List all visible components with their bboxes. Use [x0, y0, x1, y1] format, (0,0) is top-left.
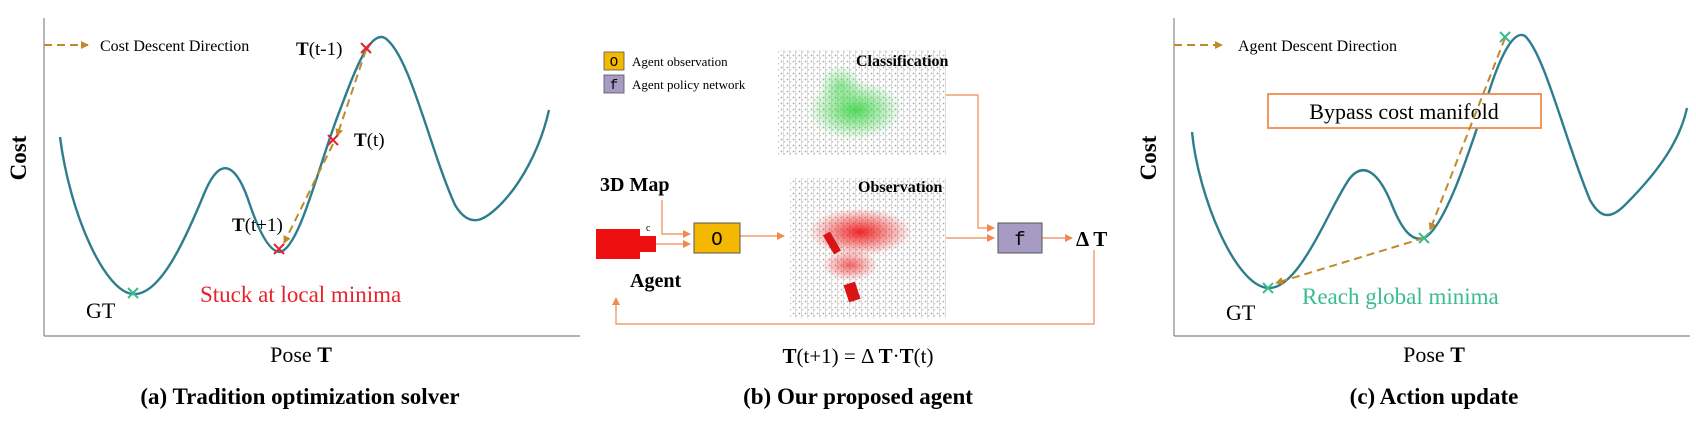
legend-f-swatch — [603, 74, 625, 94]
panel-a-stuck-label: Stuck at local minima — [200, 282, 401, 307]
panel-c-reach-label: Reach global minima — [1302, 284, 1499, 309]
classification-point-cloud — [778, 50, 946, 155]
observation-label: Observation — [858, 179, 943, 196]
panel-b: O Agent observation f Agent policy netwo… — [596, 50, 1107, 409]
delta-t-label: Δ T — [1076, 227, 1107, 251]
agent-camera-icon — [596, 229, 656, 259]
legend-o-glyph: O — [610, 55, 618, 71]
panel-c-descent-arrow-2 — [1275, 237, 1425, 285]
panel-a-descent-arrow-2 — [283, 143, 334, 244]
panel-a-y-axis-label: Cost — [6, 135, 31, 180]
agent-label: Agent — [630, 270, 681, 292]
observation-box-glyph: O — [711, 229, 722, 251]
panel-c-cost-curve — [1190, 33, 1689, 290]
panel-a-label-prev: T(t-1) — [296, 39, 342, 60]
panel-b-caption: (b) Our proposed agent — [743, 384, 973, 409]
policy-box-glyph: f — [1014, 229, 1025, 251]
panel-a: Cost Descent Direction T(t-1) T(t) T(t+1… — [6, 18, 580, 409]
panel-c-y-axis-label: Cost — [1136, 135, 1161, 180]
panel-c-gt-label: GT — [1226, 300, 1256, 325]
observation-box — [693, 222, 741, 254]
panel-c-mid-marker — [1418, 232, 1430, 244]
panel-a-descent-arrow-1 — [335, 49, 367, 137]
panel-c-descent-arrow-1 — [1428, 37, 1506, 231]
map-label: 3D Map — [600, 174, 669, 196]
panel-c-legend-label: Agent Descent Direction — [1238, 38, 1397, 55]
policy-box — [997, 222, 1043, 254]
legend-o-label: Agent observation — [632, 54, 728, 69]
panel-c-caption: (c) Action update — [1350, 384, 1519, 409]
panel-c: Agent Descent Direction Bypass cost mani… — [1136, 18, 1690, 409]
panel-c-start-marker — [1499, 31, 1511, 43]
bypass-label: Bypass cost manifold — [1309, 99, 1498, 124]
panel-a-label-next: T(t+1) — [232, 215, 283, 236]
panel-a-label-curr: T(t) — [354, 130, 385, 151]
update-equation: T(t+1) = Δ T·T(t) — [783, 344, 934, 368]
panel-a-gt-marker — [127, 287, 139, 299]
panel-a-marker-next — [273, 243, 285, 255]
bypass-box — [1267, 93, 1542, 129]
panel-a-marker-curr — [327, 134, 339, 146]
observation-point-cloud — [790, 178, 946, 318]
panel-a-caption: (a) Tradition optimization solver — [140, 384, 459, 409]
panel-a-x-axis-label: Pose T — [270, 342, 332, 367]
camera-mark: c — [646, 223, 651, 234]
panel-a-legend-label: Cost Descent Direction — [100, 38, 249, 55]
legend-f-label: Agent policy network — [632, 77, 746, 92]
panel-a-marker-prev — [360, 42, 372, 54]
panel-c-gt-marker — [1262, 282, 1274, 294]
panel-c-x-axis-label: Pose T — [1403, 342, 1465, 367]
legend-f-glyph: f — [610, 78, 618, 94]
legend-o-swatch — [603, 51, 625, 71]
panel-a-cost-curve — [58, 35, 551, 296]
classification-label: Classification — [856, 53, 949, 70]
panel-a-gt-label: GT — [86, 298, 116, 323]
flow-lines — [612, 94, 1095, 325]
